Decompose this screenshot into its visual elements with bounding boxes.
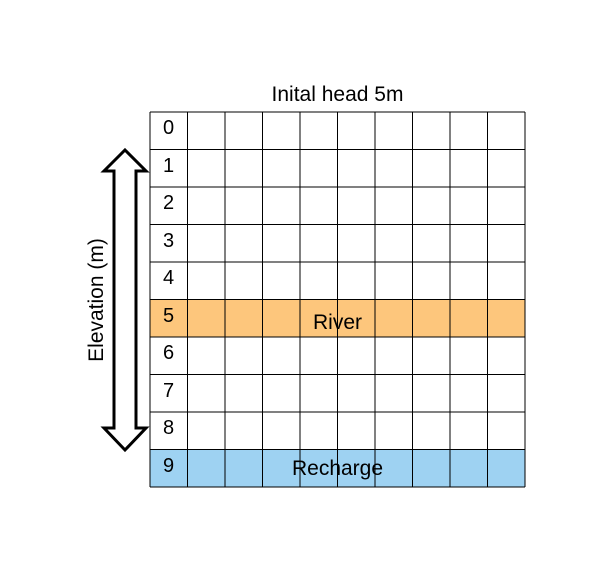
- double-arrow-icon: [100, 147, 150, 453]
- river-label: River: [312, 311, 362, 334]
- row-number: 3: [162, 229, 175, 252]
- row-number: 8: [162, 417, 175, 439]
- row-number: 5: [162, 304, 175, 327]
- row-number: 2: [162, 192, 175, 214]
- row-number: 9: [162, 454, 175, 477]
- diagram-title: Inital head 5m: [271, 83, 404, 106]
- recharge-label: Recharge: [291, 457, 384, 480]
- row-number: 6: [162, 342, 175, 364]
- row-number: 0: [162, 117, 175, 139]
- row-number: 7: [162, 379, 175, 402]
- row-number: 1: [162, 154, 175, 177]
- row-number: 4: [162, 267, 175, 289]
